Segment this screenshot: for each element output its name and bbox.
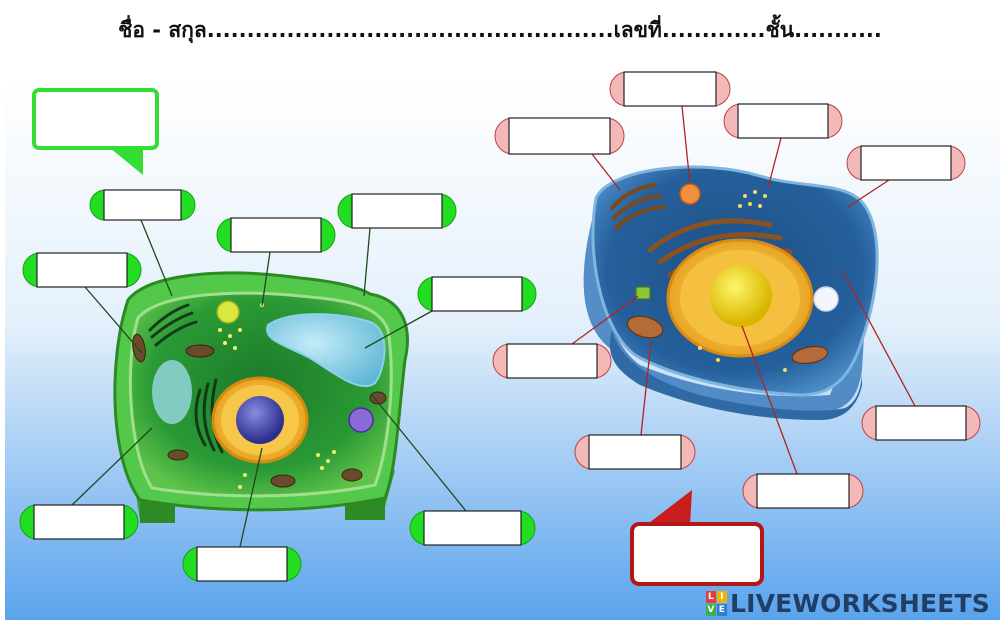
animal-label-field[interactable] <box>737 103 829 139</box>
animal-label-field[interactable] <box>875 405 967 441</box>
plant-label-answer-box[interactable] <box>182 546 302 582</box>
animal-label-field[interactable] <box>588 434 682 470</box>
animal-label-answer-box[interactable] <box>494 117 625 155</box>
plant-label-answer-box[interactable] <box>89 189 196 221</box>
animal-label-field[interactable] <box>756 473 850 509</box>
animal-label-answer-box[interactable] <box>723 103 843 139</box>
animal-label-field[interactable] <box>860 145 952 181</box>
liveworksheets-logo-icon: L I V E <box>705 590 727 616</box>
animal-label-leader-line <box>767 137 782 189</box>
plant-label-field[interactable] <box>230 217 322 253</box>
animal-label-field[interactable] <box>508 117 611 155</box>
brand-name: LIVEWORKSHEETS <box>729 589 990 618</box>
animal-label-leader-line <box>847 179 890 208</box>
plant-label-answer-box[interactable] <box>337 193 457 229</box>
plant-label-leader-line <box>71 427 153 506</box>
animal-label-answer-box[interactable] <box>861 405 981 441</box>
animal-label-leader-line <box>640 341 652 436</box>
animal-label-field[interactable] <box>623 71 717 107</box>
animal-label-leader-line <box>681 105 691 185</box>
plant-label-answer-box[interactable] <box>409 510 536 546</box>
animal-label-leader-line <box>591 153 621 191</box>
animal-title-callout <box>630 490 764 586</box>
animal-label-answer-box[interactable] <box>492 343 612 379</box>
plant-label-leader-line <box>364 310 433 349</box>
animal-cell <box>583 165 879 420</box>
plant-label-field[interactable] <box>431 276 523 312</box>
liveworksheets-logo: L I V E LIVEWORKSHEETS <box>705 589 990 618</box>
animal-label-field[interactable] <box>506 343 598 379</box>
animal-label-leader-line <box>841 269 916 407</box>
plant-label-answer-box[interactable] <box>417 276 537 312</box>
animal-label-answer-box[interactable] <box>846 145 966 181</box>
plant-label-leader-line <box>140 219 173 297</box>
plant-label-answer-box[interactable] <box>216 217 336 253</box>
animal-label-answer-box[interactable] <box>574 434 696 470</box>
animal-label-answer-box[interactable] <box>609 71 731 107</box>
plant-label-leader-line <box>261 251 271 307</box>
plant-label-field[interactable] <box>103 189 182 221</box>
plant-label-field[interactable] <box>33 504 125 540</box>
plant-label-answer-box[interactable] <box>22 252 142 288</box>
plant-label-field[interactable] <box>423 510 522 546</box>
plant-cell <box>113 271 409 523</box>
plant-label-leader-line <box>371 394 467 512</box>
plant-title-callout <box>32 88 159 175</box>
plant-label-leader-line <box>239 447 263 548</box>
plant-label-field[interactable] <box>196 546 288 582</box>
animal-label-leader-line <box>741 325 798 475</box>
plant-label-answer-box[interactable] <box>19 504 139 540</box>
plant-label-leader-line <box>363 227 371 297</box>
animal-label-answer-box[interactable] <box>742 473 864 509</box>
plant-label-field[interactable] <box>36 252 128 288</box>
student-info-line: ชื่อ - สกุล.............................… <box>118 18 882 42</box>
animal-label-leader-line <box>571 295 639 345</box>
plant-label-field[interactable] <box>351 193 443 229</box>
plant-label-leader-line <box>84 286 143 354</box>
